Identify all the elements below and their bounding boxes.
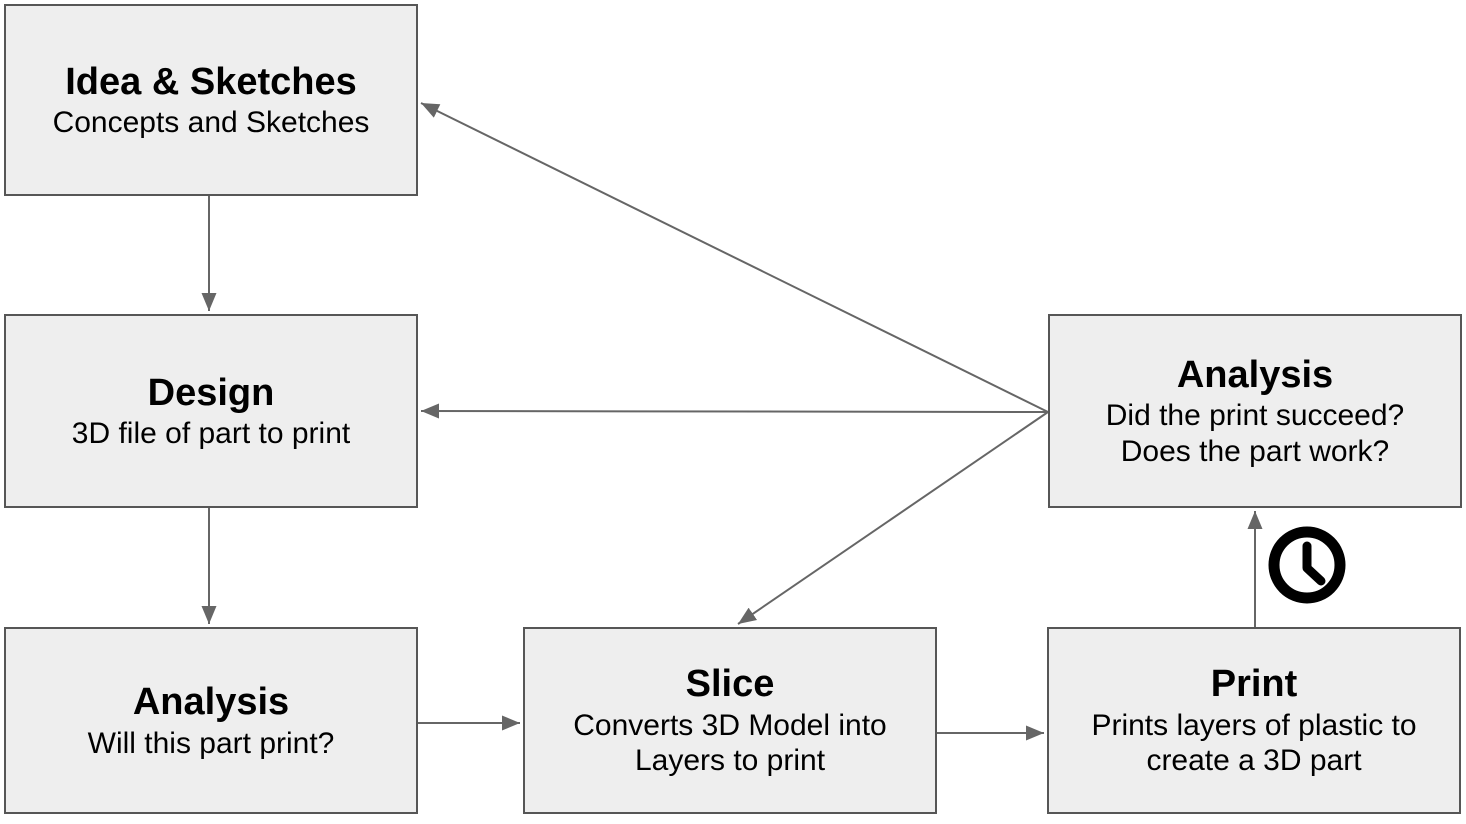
node-design: Design 3D file of part to print [4,314,418,508]
node-title: Analysis [132,681,290,723]
node-analysis-post-print: Analysis Did the print succeed? Does the… [1048,314,1462,508]
node-title: Idea & Sketches [65,60,357,103]
arrow-analysis-post-to-design [420,403,1049,419]
clock-icon [1268,526,1346,604]
node-title: Analysis [1176,353,1334,396]
node-slice: Slice Converts 3D Model into Layers to p… [523,627,937,814]
node-subtitle: 3D file of part to print [71,417,351,451]
node-print: Print Prints layers of plastic to create… [1047,627,1461,814]
node-subtitle: Converts 3D Model into Layers to print [573,708,887,778]
node-idea-and-sketches: Idea & Sketches Concepts and Sketches [4,4,418,196]
arrow-analysis-post-to-idea [420,102,1049,413]
node-analysis-pre-print: Analysis Will this part print? [4,627,418,814]
node-subtitle: Concepts and Sketches [52,106,370,140]
node-title: Print [1210,663,1298,706]
arrow-analysis-post-to-slice [737,411,1049,625]
node-subtitle: Will this part print? [87,726,335,760]
node-subtitle: Prints layers of plastic to create a 3D … [1091,708,1417,778]
node-title: Slice [685,663,775,706]
node-subtitle: Did the print succeed? Does the part wor… [1105,399,1405,468]
node-title: Design [147,371,275,414]
